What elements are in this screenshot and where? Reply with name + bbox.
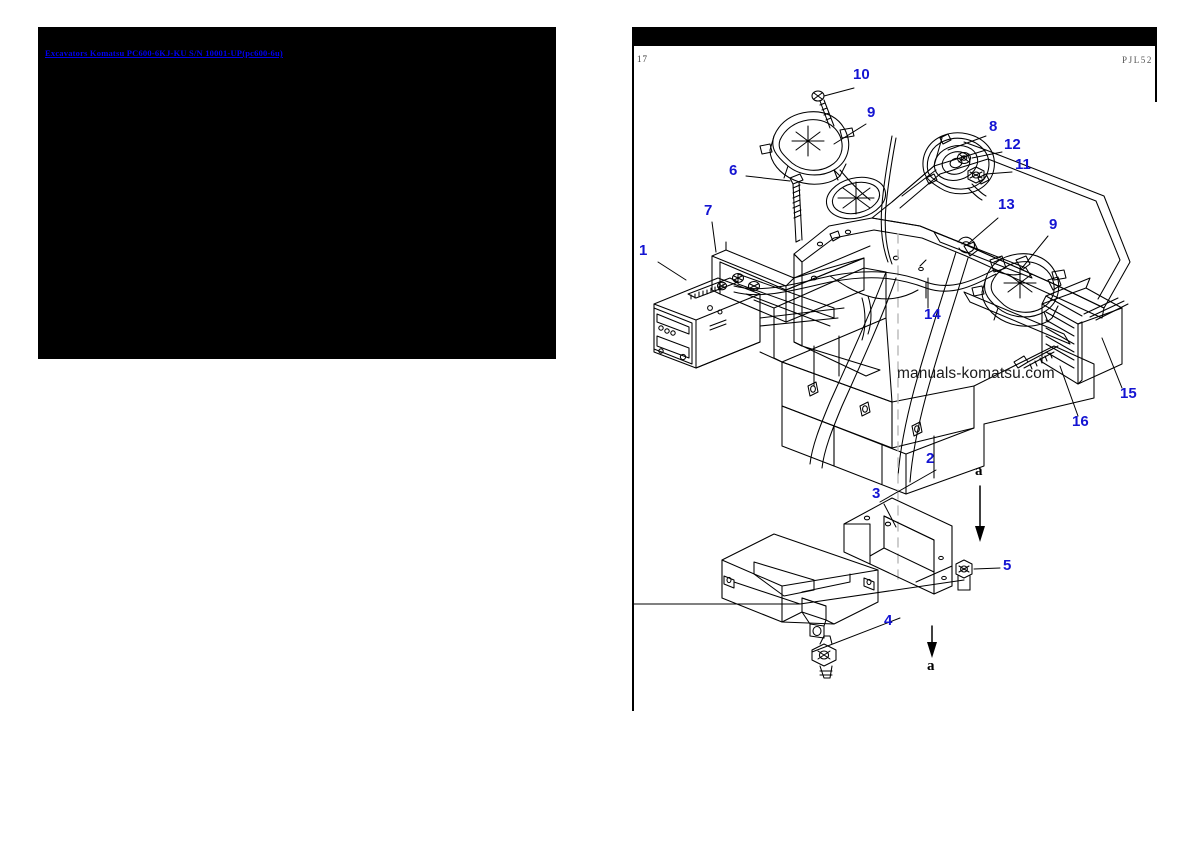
callout-1: 1 <box>639 242 648 259</box>
drawing-canvas <box>634 87 1131 679</box>
catalog-link[interactable]: Excavators Komatsu PC600-6KJ-KU S/N 1000… <box>45 48 283 58</box>
callout-16: 16 <box>1072 413 1089 430</box>
callout-4: 4 <box>884 612 893 629</box>
callout-7: 7 <box>704 202 713 219</box>
callout-6: 6 <box>729 162 738 179</box>
callout-8: 8 <box>989 118 998 135</box>
callout-14: 14 <box>924 306 941 323</box>
link-banner-panel: Excavators Komatsu PC600-6KJ-KU S/N 1000… <box>38 27 556 359</box>
figure-code: PJL52 <box>1121 55 1153 65</box>
callout-13: 13 <box>998 196 1015 213</box>
callout-10: 10 <box>853 66 870 83</box>
page-number: 17 <box>637 54 648 64</box>
section-mark-a-bottom: a <box>927 658 935 674</box>
callout-9-top: 9 <box>867 104 876 121</box>
callout-5: 5 <box>1003 557 1012 574</box>
callout-11: 11 <box>1015 156 1031 173</box>
callout-15: 15 <box>1120 385 1137 402</box>
section-mark-a-top: a <box>975 463 983 479</box>
exploded-view-drawing: 1 2 3 4 5 6 7 8 9 9 10 11 12 13 14 15 16… <box>634 46 1157 711</box>
callout-9-right: 9 <box>1049 216 1058 233</box>
sheet-right-rule <box>1155 46 1157 102</box>
sheet-top-bar <box>632 27 1157 46</box>
sheet-left-rule <box>632 46 634 711</box>
parts-catalog-sheet: 17 PJL52 <box>632 27 1157 711</box>
callout-12: 12 <box>1004 136 1021 153</box>
callout-2: 2 <box>926 450 935 467</box>
callout-3: 3 <box>872 485 881 502</box>
